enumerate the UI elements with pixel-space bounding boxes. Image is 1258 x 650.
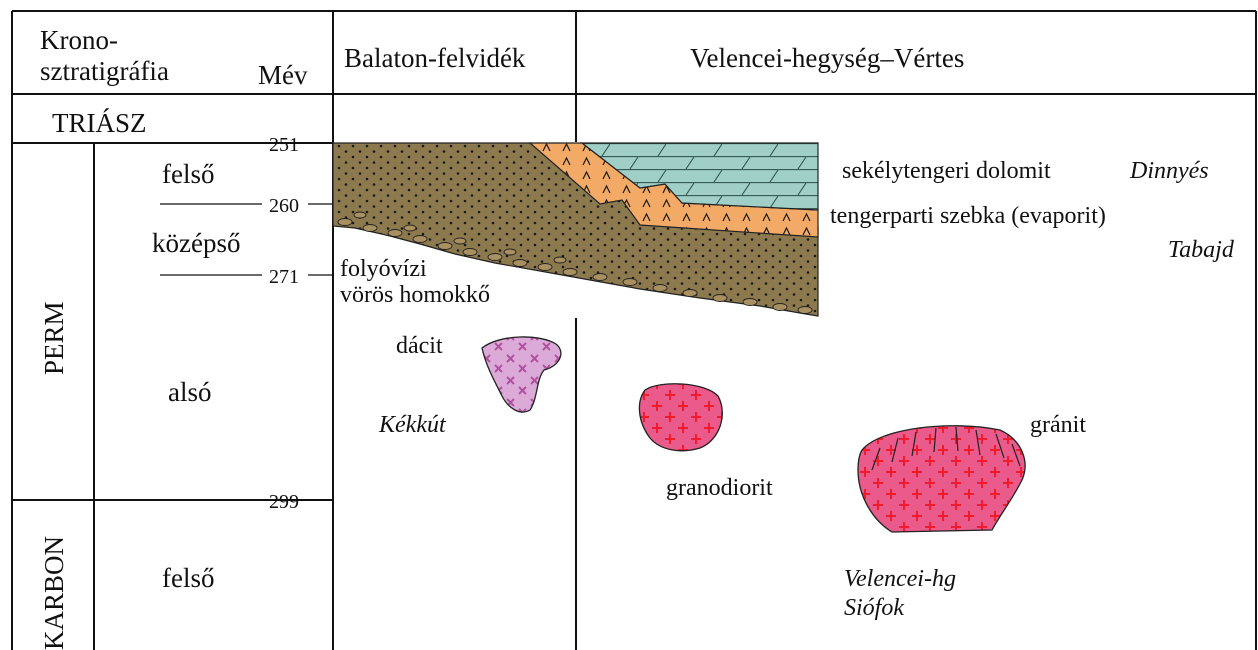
epoch-perm-lower: alsó <box>168 377 212 407</box>
period-triassic: TRIÁSZ <box>52 108 147 138</box>
age-tick-251: 251 <box>269 134 299 156</box>
locality-dinnyes: Dinnyés <box>1129 158 1209 184</box>
dacite-body <box>482 337 561 412</box>
label-sandstone-line1: folyóvízi <box>340 256 427 282</box>
header-chrono-line2: sztratigráfia <box>40 56 169 86</box>
header-region-velence: Velencei-hegység–Vértes <box>690 43 964 73</box>
header-region-balaton: Balaton-felvidék <box>344 43 526 73</box>
epoch-carbon-upper: felső <box>162 563 214 593</box>
label-sandstone-line2: vörös homokkő <box>340 282 490 308</box>
label-dacite: dácit <box>396 333 443 359</box>
age-tick-299: 299 <box>269 491 299 513</box>
epoch-perm-middle: középső <box>152 228 240 258</box>
label-sabkha: tengerparti szebka (evaporit) <box>830 203 1106 229</box>
locality-siofok: Siófok <box>844 595 904 621</box>
label-granodiorite: granodiorit <box>666 475 773 501</box>
granite-body <box>858 426 1025 532</box>
epoch-perm-upper: felső <box>162 159 214 189</box>
granodiorite-body <box>639 384 722 451</box>
header-chrono-line1: Krono- <box>40 25 118 55</box>
label-dolomite: sekélytengeri dolomit <box>842 158 1051 184</box>
age-tick-271: 271 <box>269 266 299 288</box>
locality-tabajd: Tabajd <box>1168 237 1235 263</box>
period-permian: PERM <box>39 301 69 375</box>
label-granite: gránit <box>1030 412 1086 438</box>
age-tick-260: 260 <box>269 195 299 217</box>
locality-velencei-hg: Velencei-hg <box>844 566 956 592</box>
period-carboniferous: KARBON <box>39 536 69 650</box>
table-frame <box>12 11 1256 650</box>
header-age-unit: Mév <box>258 60 308 90</box>
locality-kekkut: Kékkút <box>378 412 447 438</box>
